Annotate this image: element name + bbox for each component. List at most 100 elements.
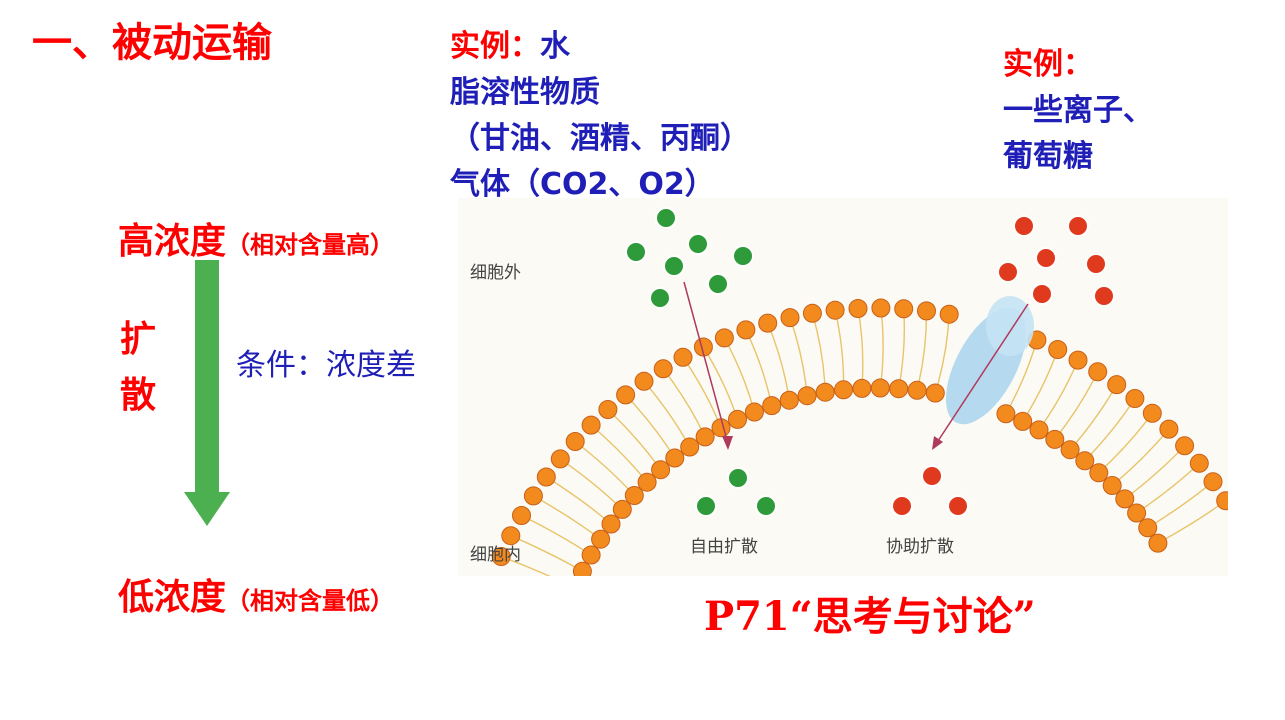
- lipid-head-outer: [1068, 350, 1088, 370]
- diffusion-label: 扩 散: [120, 312, 160, 424]
- lipid-head-inner: [1115, 489, 1135, 509]
- lipid-head-outer: [616, 385, 636, 405]
- lipid-head-inner: [1060, 440, 1080, 460]
- lipid-head-outer: [894, 299, 914, 319]
- lipid-head-outer: [1216, 491, 1228, 511]
- lipid-head-outer: [758, 313, 778, 333]
- lipid-head-outer: [634, 371, 654, 391]
- outside-label: 细胞外: [470, 263, 521, 283]
- lipid-head-outer: [1159, 419, 1179, 439]
- lipid-head-outer: [1125, 389, 1145, 408]
- lipid-head-inner: [651, 460, 671, 480]
- low-concentration-label: 低浓度（相对含量低）: [118, 568, 394, 620]
- lipid-head-outer: [523, 486, 543, 506]
- lipid-head-outer: [1203, 472, 1223, 492]
- facilitated-arrowhead-icon: [932, 436, 943, 450]
- lipid-head-outer: [1189, 453, 1209, 473]
- high-text: 高浓度: [118, 221, 227, 262]
- lipid-head-inner: [1102, 476, 1122, 495]
- example1-label: 实例：: [450, 29, 540, 64]
- lipid-head-inner: [996, 404, 1016, 424]
- lipid-head-outer: [491, 547, 511, 566]
- green-molecule: [625, 241, 647, 263]
- discussion-prompt: P71“思考与讨论”: [704, 593, 1036, 640]
- red-molecule: [1035, 247, 1057, 269]
- lipid-head-inner: [1138, 518, 1158, 538]
- condition-label: 条件：浓度差: [236, 348, 416, 383]
- lipid-head-outer: [780, 308, 800, 328]
- lipid-head-inner: [1013, 411, 1033, 431]
- membrane-diagram: 细胞外 细胞内 自由扩散 协助扩散: [458, 198, 1228, 576]
- lipid-head-inner: [711, 418, 731, 438]
- lipid-head-outer: [598, 400, 618, 419]
- lipid-head-inner: [1127, 503, 1147, 523]
- high-note: （相对含量高）: [226, 231, 395, 259]
- green-molecule: [695, 495, 717, 517]
- lipid-head-inner: [815, 382, 835, 402]
- page-title: 一、被动运输: [32, 20, 272, 66]
- lipid-head-outer: [736, 320, 756, 340]
- lipid-head-inner: [680, 437, 700, 457]
- lipid-head-outer: [1175, 436, 1195, 456]
- example2-line2: 一些离子、: [1003, 93, 1153, 128]
- facilitated-diffusion-label: 协助扩散: [886, 537, 954, 557]
- lipid-heads: [491, 298, 1228, 576]
- lipid-head-inner: [907, 380, 927, 400]
- diffusion-char-2: 散: [120, 375, 157, 416]
- lipid-head-inner: [637, 472, 657, 492]
- example1-line1: 实例：水: [450, 24, 750, 70]
- red-molecule: [1013, 215, 1035, 237]
- example1-line2: 脂溶性物质: [450, 75, 600, 110]
- lipid-head-outer: [825, 300, 845, 320]
- lipid-head-inner: [624, 486, 644, 505]
- lipid-head-outer: [871, 298, 891, 318]
- red-molecule: [1067, 215, 1089, 237]
- example1-line4: 气体（CO2、O2）: [450, 167, 715, 202]
- lipid-head-inner: [779, 390, 799, 410]
- example2-line3: 葡萄糖: [1003, 139, 1093, 174]
- lipid-head-inner: [744, 402, 764, 422]
- lipid-head-inner: [1045, 429, 1065, 449]
- facilitated-path: [935, 303, 1029, 445]
- facilitated-diffusion-molecules: [891, 215, 1115, 517]
- example1-water: 水: [540, 29, 570, 64]
- lipid-head-outer: [673, 347, 693, 367]
- green-molecule: [707, 273, 729, 295]
- green-molecule: [687, 233, 709, 255]
- lipid-head-outer: [653, 359, 673, 379]
- lipid-head-outer: [536, 467, 556, 487]
- red-molecule: [921, 465, 943, 487]
- example-free-diffusion: 实例：水 脂溶性物质 （甘油、酒精、丙酮） 气体（CO2、O2）: [450, 24, 750, 208]
- lipid-head-inner: [889, 379, 909, 399]
- green-molecule: [655, 207, 677, 229]
- lipid-head-inner: [762, 396, 782, 416]
- lipid-head-inner: [870, 378, 890, 398]
- free-diffusion-arrowhead-icon: [722, 436, 733, 450]
- lipid-head-outer: [1048, 340, 1068, 359]
- lipid-head-outer: [550, 449, 570, 469]
- low-note: （相对含量低）: [226, 587, 395, 615]
- lipid-head-inner: [852, 378, 872, 398]
- green-molecule: [663, 255, 685, 277]
- free-diffusion-path: [683, 281, 729, 445]
- red-molecule: [1093, 285, 1115, 307]
- lipid-head-inner: [581, 545, 601, 565]
- red-molecule: [1085, 253, 1107, 275]
- lipid-head-outer: [581, 415, 601, 435]
- inside-label: 细胞内: [470, 545, 521, 565]
- green-molecule: [732, 245, 754, 267]
- lipid-head-outer: [917, 301, 936, 321]
- red-molecule: [997, 261, 1019, 283]
- high-concentration-label: 高浓度（相对含量高）: [118, 212, 394, 264]
- red-molecule: [1031, 283, 1053, 305]
- lipid-head-outer: [714, 328, 734, 348]
- free-diffusion-molecules: [625, 207, 777, 517]
- carrier-protein-top: [986, 296, 1034, 356]
- lipid-head-outer: [501, 526, 521, 546]
- lipid-head-outer: [1107, 375, 1127, 395]
- red-molecule: [947, 495, 969, 517]
- free-diffusion-label: 自由扩散: [690, 537, 758, 557]
- lipid-head-inner: [797, 386, 817, 406]
- lipid-head-inner: [1029, 420, 1049, 440]
- lipid-head-inner: [1089, 463, 1109, 483]
